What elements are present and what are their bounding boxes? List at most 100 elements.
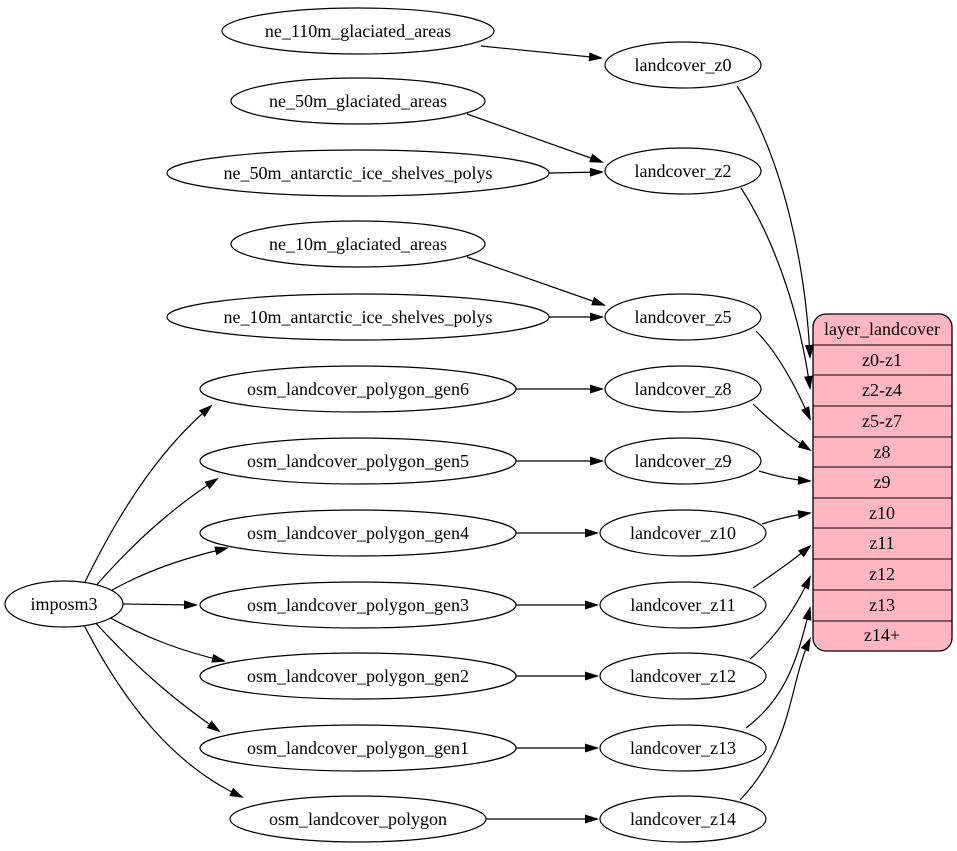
node-shape: [230, 220, 486, 268]
node-ne-50m-glaciated-areas: ne_50m_glaciated_areas: [230, 77, 486, 125]
node-shape: [199, 581, 517, 629]
node-landcover-z13: landcover_z13: [599, 724, 767, 772]
edges-source-to-zoom: [466, 45, 604, 819]
node-osm-landcover-polygon-gen1: osm_landcover_polygon_gen1: [199, 724, 517, 772]
node-label: landcover_z8: [635, 379, 732, 399]
node-shape: [604, 365, 762, 413]
node-imposm3-label: imposm3: [30, 594, 97, 614]
edges-zoom-to-layer-rows: [736, 85, 810, 801]
layer-landcover-row-z11: z11: [869, 533, 894, 553]
edge-landcover-z11-to-row-z11: [752, 546, 810, 589]
node-osm-landcover-polygon-gen4: osm_landcover_polygon_gen4: [199, 509, 517, 557]
edge-landcover-z2-to-row-z2-z4: [740, 187, 810, 388]
node-shape: [599, 509, 767, 557]
node-landcover-z12: landcover_z12: [599, 652, 767, 700]
node-label: osm_landcover_polygon_gen4: [247, 523, 469, 543]
node-osm-landcover-polygon-gen3: osm_landcover_polygon_gen3: [199, 581, 517, 629]
node-shape: [604, 437, 762, 485]
edge-landcover-z14-to-row-z14plus: [739, 639, 810, 801]
source-nodes: ne_110m_glaciated_areas ne_50m_glaciated…: [166, 7, 550, 843]
edge-ne-10m-glaciated-areas-to-landcover-z5: [466, 256, 604, 305]
node-imposm3: imposm3: [4, 580, 124, 628]
node-label: landcover_z5: [635, 307, 732, 327]
node-label: ne_50m_antarctic_ice_shelves_polys: [224, 163, 493, 183]
node-shape: [199, 652, 517, 700]
node-label: ne_10m_antarctic_ice_shelves_polys: [224, 307, 493, 327]
layer-landcover-table-background: [812, 313, 953, 652]
node-shape: [599, 724, 767, 772]
edge-landcover-z13-to-row-z13: [745, 608, 810, 729]
node-shape: [599, 581, 767, 629]
layer-landcover-row-z5-z7: z5-z7: [862, 411, 902, 431]
node-label: osm_landcover_polygon_gen6: [247, 379, 469, 399]
layer-landcover-row-z10: z10: [869, 503, 895, 523]
edge-imposm3-to-osm-landcover-polygon: [83, 624, 242, 797]
node-shape: [604, 147, 762, 195]
node-ne-110m-glaciated-areas: ne_110m_glaciated_areas: [221, 7, 495, 55]
node-osm-landcover-polygon-gen6: osm_landcover_polygon_gen6: [199, 365, 517, 413]
edge-landcover-z9-to-row-z9: [758, 470, 810, 481]
node-shape: [230, 77, 486, 125]
node-label: landcover_z11: [630, 595, 735, 615]
node-label: landcover_z10: [630, 523, 736, 543]
node-landcover-z2: landcover_z2: [604, 147, 762, 195]
edge-imposm3-to-osm-landcover-polygon-gen1: [92, 619, 219, 731]
layer-landcover-row-z0-z1: z0-z1: [862, 350, 902, 370]
node-osm-landcover-polygon-gen2: osm_landcover_polygon_gen2: [199, 652, 517, 700]
node-shape: [604, 293, 762, 341]
node-shape: [199, 509, 517, 557]
edge-imposm3-to-osm-landcover-polygon-gen2: [104, 614, 224, 661]
node-landcover-z9: landcover_z9: [604, 437, 762, 485]
node-label: landcover_z0: [635, 55, 732, 75]
zoom-table-nodes: landcover_z0 landcover_z2 landcover_z5 l…: [599, 41, 767, 843]
layer-landcover-row-z12: z12: [869, 564, 895, 584]
node-imposm3-shape: [4, 580, 124, 628]
node-shape: [199, 437, 517, 485]
layer-landcover-row-z13: z13: [869, 595, 895, 615]
node-label: landcover_z13: [630, 738, 736, 758]
layer-landcover-row-z9: z9: [874, 472, 891, 492]
edge-ne-50m-antarctic-ice-shelves-polys-to-landcover-z2: [548, 172, 602, 173]
edge-landcover-z12-to-row-z12: [749, 577, 810, 660]
edge-imposm3-to-osm-landcover-polygon-gen6: [83, 406, 211, 585]
node-label: landcover_z9: [635, 451, 732, 471]
edge-imposm3-to-osm-landcover-polygon-gen4: [104, 548, 227, 595]
node-ne-10m-glaciated-areas: ne_10m_glaciated_areas: [230, 220, 486, 268]
node-label: osm_landcover_polygon: [269, 809, 447, 829]
edge-landcover-z5-to-row-z5-z7: [755, 330, 810, 419]
node-shape: [221, 7, 495, 55]
edges-imposm3-fanout: [83, 406, 242, 797]
node-shape: [599, 652, 767, 700]
edge-imposm3-to-osm-landcover-polygon-gen5: [92, 479, 217, 590]
node-shape: [599, 795, 767, 843]
node-shape: [229, 795, 487, 843]
node-landcover-z10: landcover_z10: [599, 509, 767, 557]
node-label: landcover_z2: [635, 161, 732, 181]
node-label: ne_110m_glaciated_areas: [265, 21, 451, 41]
edge-ne-110m-glaciated-areas-to-landcover-z0: [480, 45, 601, 58]
edge-ne-50m-glaciated-areas-to-landcover-z2: [466, 113, 602, 162]
layer-landcover-row-separators: [813, 344, 952, 622]
node-label: landcover_z12: [630, 666, 736, 686]
node-osm-landcover-polygon-gen5: osm_landcover_polygon_gen5: [199, 437, 517, 485]
node-osm-landcover-polygon: osm_landcover_polygon: [229, 795, 487, 843]
node-landcover-z8: landcover_z8: [604, 365, 762, 413]
node-ne-10m-antarctic-ice-shelves-polys: ne_10m_antarctic_ice_shelves_polys: [166, 293, 550, 341]
edge-landcover-z0-to-row-z0-z1: [736, 85, 810, 357]
node-landcover-z0: landcover_z0: [604, 41, 762, 89]
node-label: ne_50m_glaciated_areas: [269, 91, 447, 111]
edge-landcover-z10-to-row-z10: [761, 513, 810, 525]
edge-landcover-z8-to-row-z8: [752, 403, 810, 450]
node-shape: [199, 724, 517, 772]
node-label: osm_landcover_polygon_gen3: [247, 595, 469, 615]
node-label: landcover_z14: [630, 809, 736, 829]
node-label: osm_landcover_polygon_gen2: [247, 666, 469, 686]
node-landcover-z14: landcover_z14: [599, 795, 767, 843]
node-label: osm_landcover_polygon_gen5: [247, 451, 469, 471]
layer-landcover-row-z14plus: z14+: [864, 625, 900, 645]
node-ne-50m-antarctic-ice-shelves-polys: ne_50m_antarctic_ice_shelves_polys: [166, 149, 550, 197]
layer-landcover-row-z8: z8: [874, 442, 891, 462]
layer-landcover-title: layer_landcover: [824, 319, 940, 339]
